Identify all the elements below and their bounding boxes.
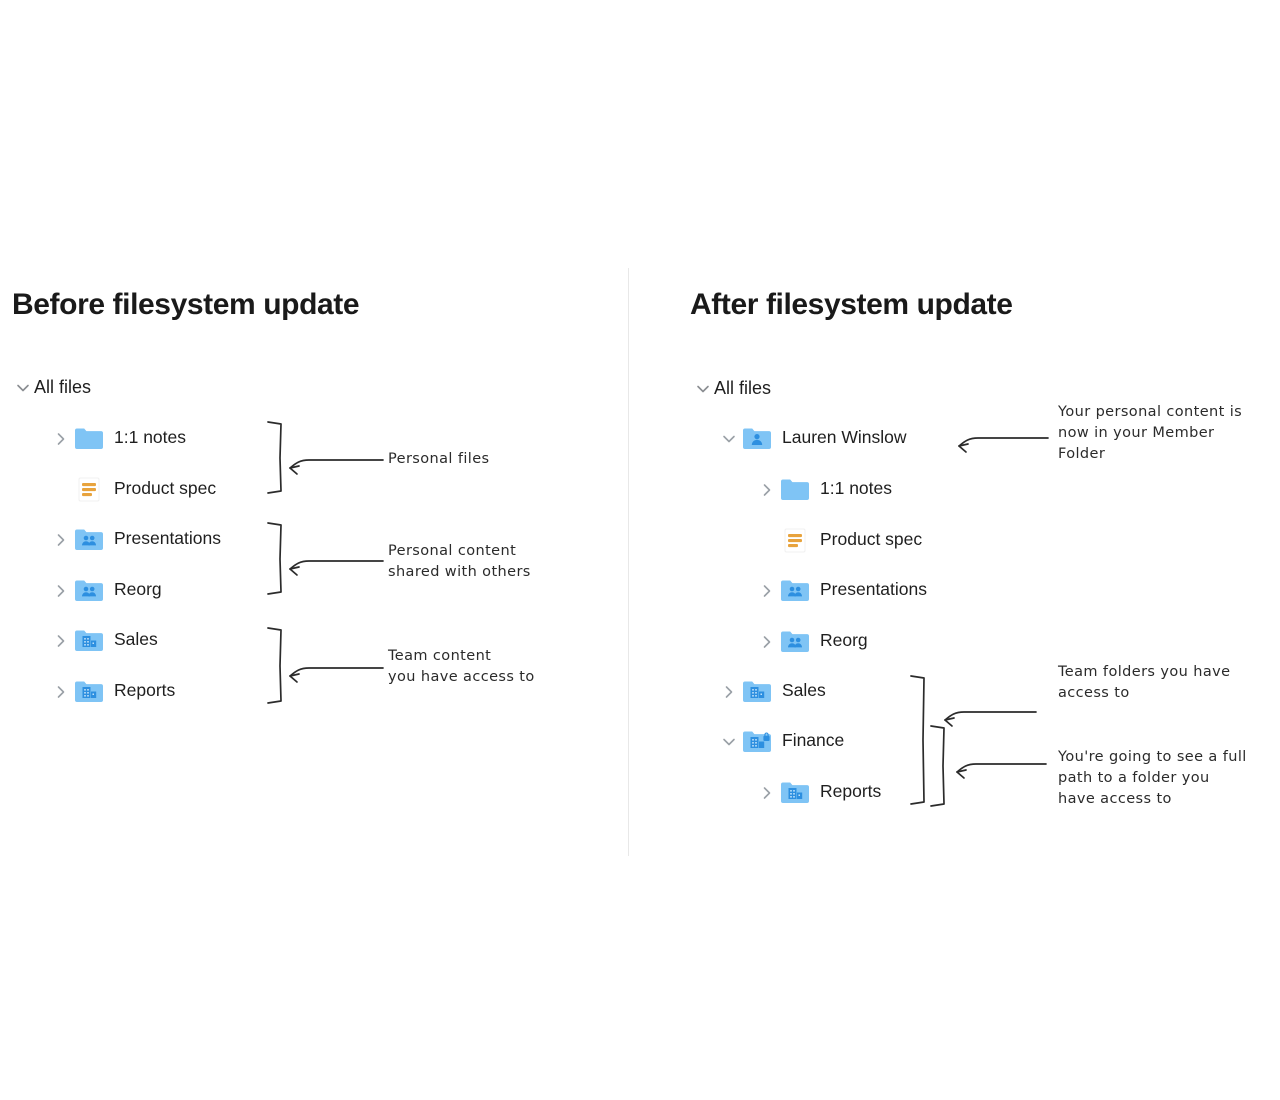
annotation-bracket-personal-shared — [267, 522, 384, 595]
shared-folder-icon — [72, 573, 106, 607]
folder-icon — [72, 421, 106, 455]
lock-badge-icon — [763, 732, 770, 741]
tree-row[interactable]: Presentations — [756, 573, 927, 607]
tree-row[interactable]: Reorg — [50, 573, 162, 607]
chevron-right-icon[interactable] — [756, 775, 778, 809]
panel-divider — [628, 268, 629, 856]
document-icon — [778, 523, 812, 557]
annotation-text-team-content: Team content you have access to — [388, 648, 535, 685]
tree-row[interactable]: Reports — [50, 674, 175, 708]
annotation-text-full-path: You're going to see a full path to a fol… — [1058, 749, 1247, 807]
tree-row-label: Product spec — [820, 529, 923, 550]
tree-row-label: Product spec — [114, 478, 217, 499]
annotation-bracket-team-content — [267, 627, 384, 704]
tree-row[interactable]: Product spec — [756, 523, 922, 557]
chevron-down-icon[interactable] — [12, 370, 34, 404]
tree-row[interactable]: Sales — [718, 674, 826, 708]
tree-row[interactable]: Reports — [756, 775, 881, 809]
tree-row[interactable]: 1:1 notes — [50, 421, 186, 455]
team-folder-icon — [778, 775, 812, 809]
page-title-after: After filesystem update — [690, 288, 1013, 321]
document-icon — [72, 472, 106, 506]
chevron-right-icon[interactable] — [50, 674, 72, 708]
page-title-before: Before filesystem update — [12, 288, 360, 321]
team-folder-icon — [72, 623, 106, 657]
tree-row-label: 1:1 notes — [820, 478, 892, 499]
tree-root-all-files-before[interactable]: All files — [12, 370, 91, 404]
tree-row[interactable]: Lauren Winslow — [718, 421, 907, 455]
chevron-down-icon[interactable] — [692, 371, 714, 405]
tree-row[interactable]: Presentations — [50, 522, 221, 556]
chevron-right-icon[interactable] — [718, 674, 740, 708]
tree-row-label: Lauren Winslow — [782, 427, 907, 448]
chevron-right-icon[interactable] — [50, 623, 72, 657]
annotation-text-team-folders: Team folders you have access to — [1058, 664, 1231, 701]
chevron-right-icon[interactable] — [50, 573, 72, 607]
annotation-bracket-personal-files — [267, 421, 384, 494]
tree-row-label: Reports — [820, 781, 882, 802]
tree-row-label: Reports — [114, 680, 176, 701]
annotation-bracket-full-path — [930, 725, 1047, 807]
tree-root-label: All files — [34, 377, 92, 397]
chevron-right-icon[interactable] — [50, 522, 72, 556]
team-folder-icon — [740, 674, 774, 708]
tree-row-label: Sales — [114, 629, 158, 650]
annotation-text-personal-shared: Personal content shared with others — [388, 543, 531, 580]
chevron-right-icon[interactable] — [756, 624, 778, 658]
tree-row-label: Reorg — [820, 630, 868, 651]
shared-folder-icon — [778, 624, 812, 658]
chevron-placeholder — [756, 523, 778, 557]
chevron-right-icon[interactable] — [756, 472, 778, 506]
tree-row-label: Presentations — [114, 528, 222, 549]
tree-root-all-files-after[interactable]: All files — [692, 371, 771, 405]
tree-root-label: All files — [714, 378, 772, 398]
tree-row-label: 1:1 notes — [114, 427, 186, 448]
tree-row-label: Finance — [782, 730, 845, 751]
shared-folder-icon — [72, 522, 106, 556]
chevron-placeholder — [50, 472, 72, 506]
annotation-text-member-folder: Your personal content is now in your Mem… — [1058, 404, 1243, 462]
locked-team-folder-icon — [740, 724, 774, 758]
shared-folder-icon — [778, 573, 812, 607]
tree-row[interactable]: 1:1 notes — [756, 472, 892, 506]
chevron-right-icon[interactable] — [756, 573, 778, 607]
annotation-arrow-member-folder — [958, 437, 1049, 453]
team-folder-icon — [72, 674, 106, 708]
annotation-bracket-team-folders — [910, 675, 1037, 805]
folder-icon — [778, 472, 812, 506]
tree-row-label: Presentations — [820, 579, 928, 600]
tree-row-label: Sales — [782, 680, 826, 701]
annotation-text-personal-files: Personal files — [388, 451, 490, 467]
member-folder-icon — [740, 421, 774, 455]
tree-row[interactable]: Sales — [50, 623, 158, 657]
tree-row[interactable]: Reorg — [756, 624, 868, 658]
tree-row[interactable]: Product spec — [50, 472, 216, 506]
chevron-down-icon[interactable] — [718, 724, 740, 758]
tree-row[interactable]: Finance — [718, 724, 844, 758]
chevron-down-icon[interactable] — [718, 421, 740, 455]
tree-row-label: Reorg — [114, 579, 162, 600]
chevron-right-icon[interactable] — [50, 421, 72, 455]
